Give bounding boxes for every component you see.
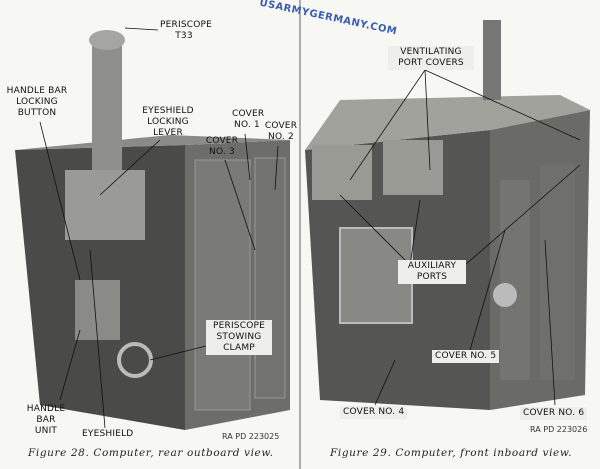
label-periscope-stowing-clamp: PERISCOPE STOWING CLAMP	[206, 320, 272, 355]
label-cover-2: COVER NO. 2	[264, 121, 298, 142]
label-cover-4: COVER NO. 4	[340, 406, 408, 419]
label-cover-5: COVER NO. 5	[432, 350, 500, 363]
label-auxiliary-ports: AUXILIARY PORTS	[398, 260, 466, 284]
label-cover-6: COVER NO. 6	[520, 407, 588, 420]
figure28-photo	[15, 30, 290, 430]
label-handle-bar-unit: HANDLE BAR UNIT	[26, 404, 66, 436]
label-eyeshield-locking-lever: EYESHIELD LOCKING LEVER	[142, 106, 194, 138]
leader-lines	[39, 27, 581, 429]
label-cover-3: COVER NO. 3	[205, 136, 239, 157]
label-ventilating-port-covers: VENTILATING PORT COVERS	[388, 46, 474, 70]
figure29-ref: RA PD 223026	[530, 425, 588, 434]
label-handle-bar-locking-button: HANDLE BAR LOCKING BUTTON	[6, 86, 68, 118]
figure28-caption: Figure 28. Computer, rear outboard view.	[28, 447, 274, 459]
figure28-ref: RA PD 223025	[222, 432, 280, 441]
figure29-photo	[305, 20, 590, 410]
label-periscope: PERISCOPE T33	[160, 20, 213, 41]
label-cover-1: COVER NO. 1	[232, 109, 265, 130]
figure29-caption: Figure 29. Computer, front inboard view.	[330, 447, 573, 459]
label-eyeshield: EYESHIELD	[82, 429, 134, 439]
